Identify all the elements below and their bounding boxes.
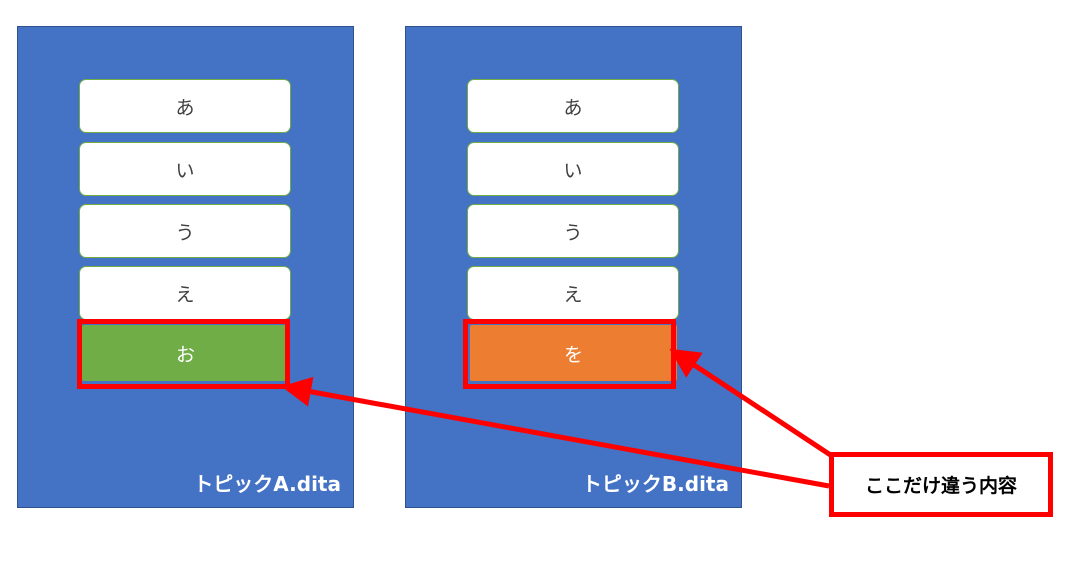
topic-b-item-a: あ (467, 79, 679, 133)
topic-a-label: トピックA.dita (193, 472, 341, 496)
topic-b-item-e: え (467, 266, 679, 320)
difference-callout: ここだけ違う内容 (829, 452, 1053, 517)
topic-a-item-o: お (82, 325, 289, 381)
topic-b-panel: あ い う え を トピックB.dita (405, 26, 742, 508)
topic-a-highlight-box (77, 319, 290, 389)
topic-a-item-a: あ (79, 79, 291, 133)
arrow-to-topic-b (669, 348, 834, 459)
topic-a-item-i: い (79, 142, 291, 196)
topic-b-item-wo: を (470, 325, 677, 381)
topic-b-item-i: い (467, 142, 679, 196)
topic-a-panel: あ い う え お トピックA.dita (17, 26, 354, 508)
topic-a-item-u: う (79, 204, 291, 258)
topic-b-label: トピックB.dita (581, 472, 729, 496)
topic-b-item-u: う (467, 204, 679, 258)
arrow-to-topic-a (281, 376, 830, 489)
